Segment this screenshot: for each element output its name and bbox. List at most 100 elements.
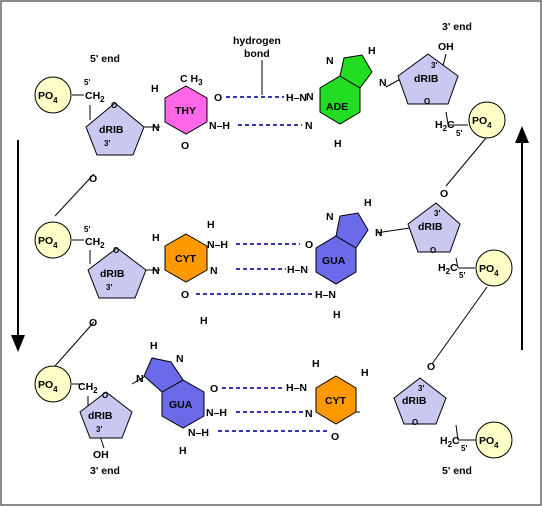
svg-text:O: O [427,361,435,373]
svg-text:N–H: N–H [207,239,228,251]
svg-text:CYT: CYT [175,253,197,265]
svg-text:3': 3' [431,61,437,70]
svg-text:O: O [89,317,97,329]
phosphate-right-mid: PO4 [475,249,513,287]
svg-text:H2C: H2C [438,262,458,276]
svg-text:CYT: CYT [325,395,347,407]
svg-text:5': 5' [456,129,462,138]
svg-text:GUA: GUA [322,255,346,267]
svg-text:PO4: PO4 [472,115,492,130]
svg-text:PO4: PO4 [38,379,58,394]
svg-text:N: N [210,265,218,277]
svg-text:H–N: H–N [286,382,307,394]
svg-text:GUA: GUA [169,399,193,411]
svg-text:CH2: CH2 [78,381,98,395]
phosphate-right-top: PO4 [468,101,506,139]
svg-text:O: O [424,97,430,106]
svg-text:5': 5' [84,225,90,234]
svg-text:N: N [305,408,313,420]
phosphate-right-bottom: PO4 [475,421,513,459]
sugar-left-top: O dRIB 3' [85,101,145,156]
svg-text:H: H [152,232,160,244]
svg-text:N: N [379,77,387,89]
svg-text:dRIB: dRIB [88,410,113,422]
svg-text:N: N [136,373,144,385]
svg-text:OH: OH [438,41,454,53]
ch2-labels: 5' CH2 5' CH2 CH2 H2C 5' H2C 5' H2C 5' O… [78,41,467,461]
phosphate-left-mid: PO4 [34,221,72,259]
svg-text:O: O [181,289,189,301]
svg-text:O: O [210,383,218,395]
five-end-label-right: 5' end [442,465,472,477]
svg-text:H: H [312,358,320,370]
svg-text:H: H [150,340,158,352]
sugar-left-bottom: O dRIB 3' [79,391,133,439]
svg-text:ADE: ADE [326,101,348,113]
svg-text:dRIB: dRIB [402,395,427,407]
svg-text:O: O [102,391,108,400]
svg-text:THY: THY [175,105,196,117]
svg-text:3': 3' [106,283,112,292]
svg-text:dRIB: dRIB [99,124,124,136]
svg-text:O: O [181,140,189,152]
svg-text:O: O [305,239,313,251]
svg-text:H: H [368,45,376,57]
svg-text:PO4: PO4 [38,90,58,105]
svg-text:PO4: PO4 [479,263,499,278]
svg-text:H–N: H–N [286,92,307,104]
sugar-right-mid: 3' dRIB O [407,202,461,255]
svg-text:H: H [200,315,208,327]
svg-text:H2C: H2C [440,435,460,449]
svg-text:O: O [111,101,117,110]
svg-text:5': 5' [461,444,467,453]
svg-text:N: N [326,55,334,67]
svg-text:N: N [375,227,383,239]
phosphate-left-bottom: PO4 [34,365,72,403]
svg-text:bond: bond [244,48,270,60]
svg-text:C H3: C H3 [180,73,203,87]
three-end-label-right: 3' end [442,21,472,33]
five-end-label-left: 5' end [90,53,120,65]
phosphate-left-top: PO4 [34,76,72,114]
svg-text:N–H: N–H [188,427,209,439]
svg-text:O: O [440,188,448,200]
base-guanine: GUA N H N O H–N H–N H [287,197,383,321]
svg-text:3': 3' [418,384,424,393]
svg-text:PO4: PO4 [479,435,499,450]
svg-text:3': 3' [434,209,440,218]
svg-text:H: H [361,367,369,379]
svg-text:5': 5' [459,271,465,280]
svg-text:H: H [151,83,159,95]
svg-text:H: H [334,138,342,150]
svg-text:N–H: N–H [206,407,227,419]
svg-text:dRIB: dRIB [414,73,439,85]
svg-text:dRIB: dRIB [100,268,125,280]
svg-text:N: N [176,353,184,365]
svg-text:N: N [152,122,160,134]
svg-text:3': 3' [104,139,110,148]
svg-text:N: N [305,120,313,132]
svg-text:CH2: CH2 [85,236,105,250]
svg-text:hydrogen: hydrogen [233,35,281,47]
svg-text:N: N [306,91,314,103]
backbone-oxygens: O O O O [89,173,448,373]
base-cytosine: CYT H N H N–H N O H [152,219,228,327]
svg-text:H: H [207,219,215,231]
svg-text:dRIB: dRIB [418,221,443,233]
svg-text:H–N: H–N [287,264,308,276]
svg-text:O: O [331,431,339,443]
sugar-right-top: 3' dRIB O [397,53,459,106]
svg-text:O: O [89,173,97,185]
svg-text:H: H [364,197,372,209]
svg-text:N: N [326,211,334,223]
svg-text:O: O [430,246,436,255]
base-thymine: THY C H3 H N O N–H O [151,73,230,152]
svg-text:O: O [214,92,222,104]
svg-text:5': 5' [84,78,90,87]
base-cytosine-bottom: CYT H H–N N H O [286,358,369,443]
svg-text:H2C: H2C [435,119,455,133]
svg-text:3': 3' [96,425,102,434]
svg-text:O: O [113,246,119,255]
svg-text:H: H [333,309,341,321]
right-strand-arrow [515,126,529,350]
